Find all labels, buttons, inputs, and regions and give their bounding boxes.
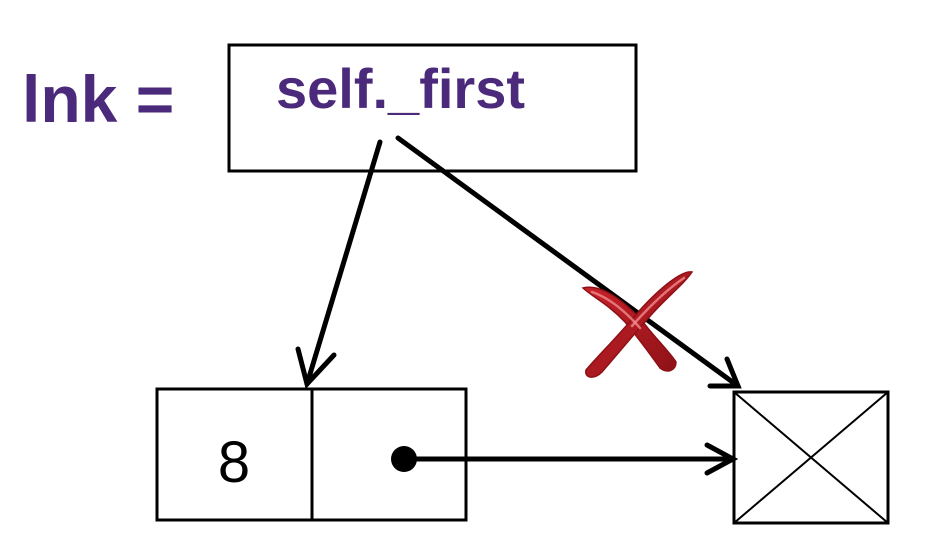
first-attribute-label: self._first [276, 57, 525, 120]
first-pointer-box [227, 43, 638, 173]
arrow-first-to-node [295, 139, 383, 390]
red-x-icon [581, 271, 694, 378]
variable-name-label: lnk = [22, 62, 174, 136]
arrow-node-to-null [401, 442, 739, 476]
list-node: 8 [155, 387, 468, 522]
node-value: 8 [218, 430, 250, 495]
null-box-icon [732, 390, 890, 525]
arrow-first-to-null-removed [395, 135, 742, 389]
